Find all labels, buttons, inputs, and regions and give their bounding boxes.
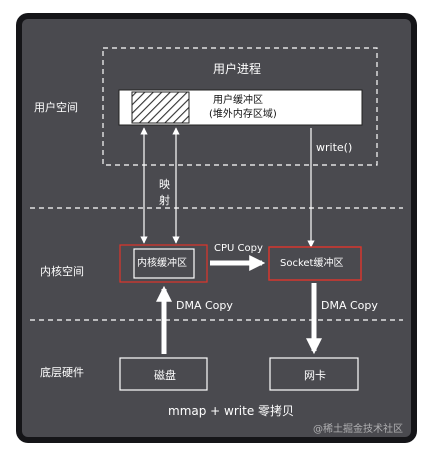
diagram-canvas bbox=[30, 47, 403, 391]
nic-box bbox=[269, 357, 359, 391]
dma-copy-label-left: DMA Copy bbox=[176, 299, 233, 312]
socket-buffer-box bbox=[268, 246, 362, 281]
disk-label: 磁盘 bbox=[154, 369, 176, 382]
user-buffer-label-1: 用户缓冲区 bbox=[213, 95, 263, 106]
user-buffer-hatch bbox=[131, 91, 190, 124]
diagram-caption: mmap + write 零拷贝 bbox=[168, 404, 295, 418]
layer-label-user: 用户空间 bbox=[34, 101, 78, 114]
socket-buffer-label: Socket缓冲区 bbox=[280, 258, 344, 269]
kernel-buffer-highlight bbox=[119, 244, 208, 283]
dma-copy-label-right: DMA Copy bbox=[321, 299, 378, 312]
cpu-copy-label: CPU Copy bbox=[214, 243, 263, 254]
user-buffer-label-2: (堆外内存区域) bbox=[209, 109, 277, 120]
diagram-panel bbox=[22, 19, 411, 437]
disk-box bbox=[119, 357, 208, 391]
mapping-label-1: 映 bbox=[159, 178, 170, 191]
kernel-buffer-label: 内核缓冲区 bbox=[137, 258, 187, 269]
nic-label: 网卡 bbox=[304, 369, 326, 382]
mapping-label-2: 射 bbox=[159, 194, 170, 207]
write-label: write() bbox=[316, 141, 353, 154]
layer-label-kernel: 内核空间 bbox=[40, 265, 84, 278]
layer-label-hardware: 底层硬件 bbox=[40, 366, 84, 379]
process-label: 用户进程 bbox=[213, 62, 262, 76]
user-process-box bbox=[102, 47, 378, 166]
watermark: @稀土掘金技术社区 bbox=[313, 424, 403, 435]
kernel-buffer-box bbox=[133, 248, 195, 279]
